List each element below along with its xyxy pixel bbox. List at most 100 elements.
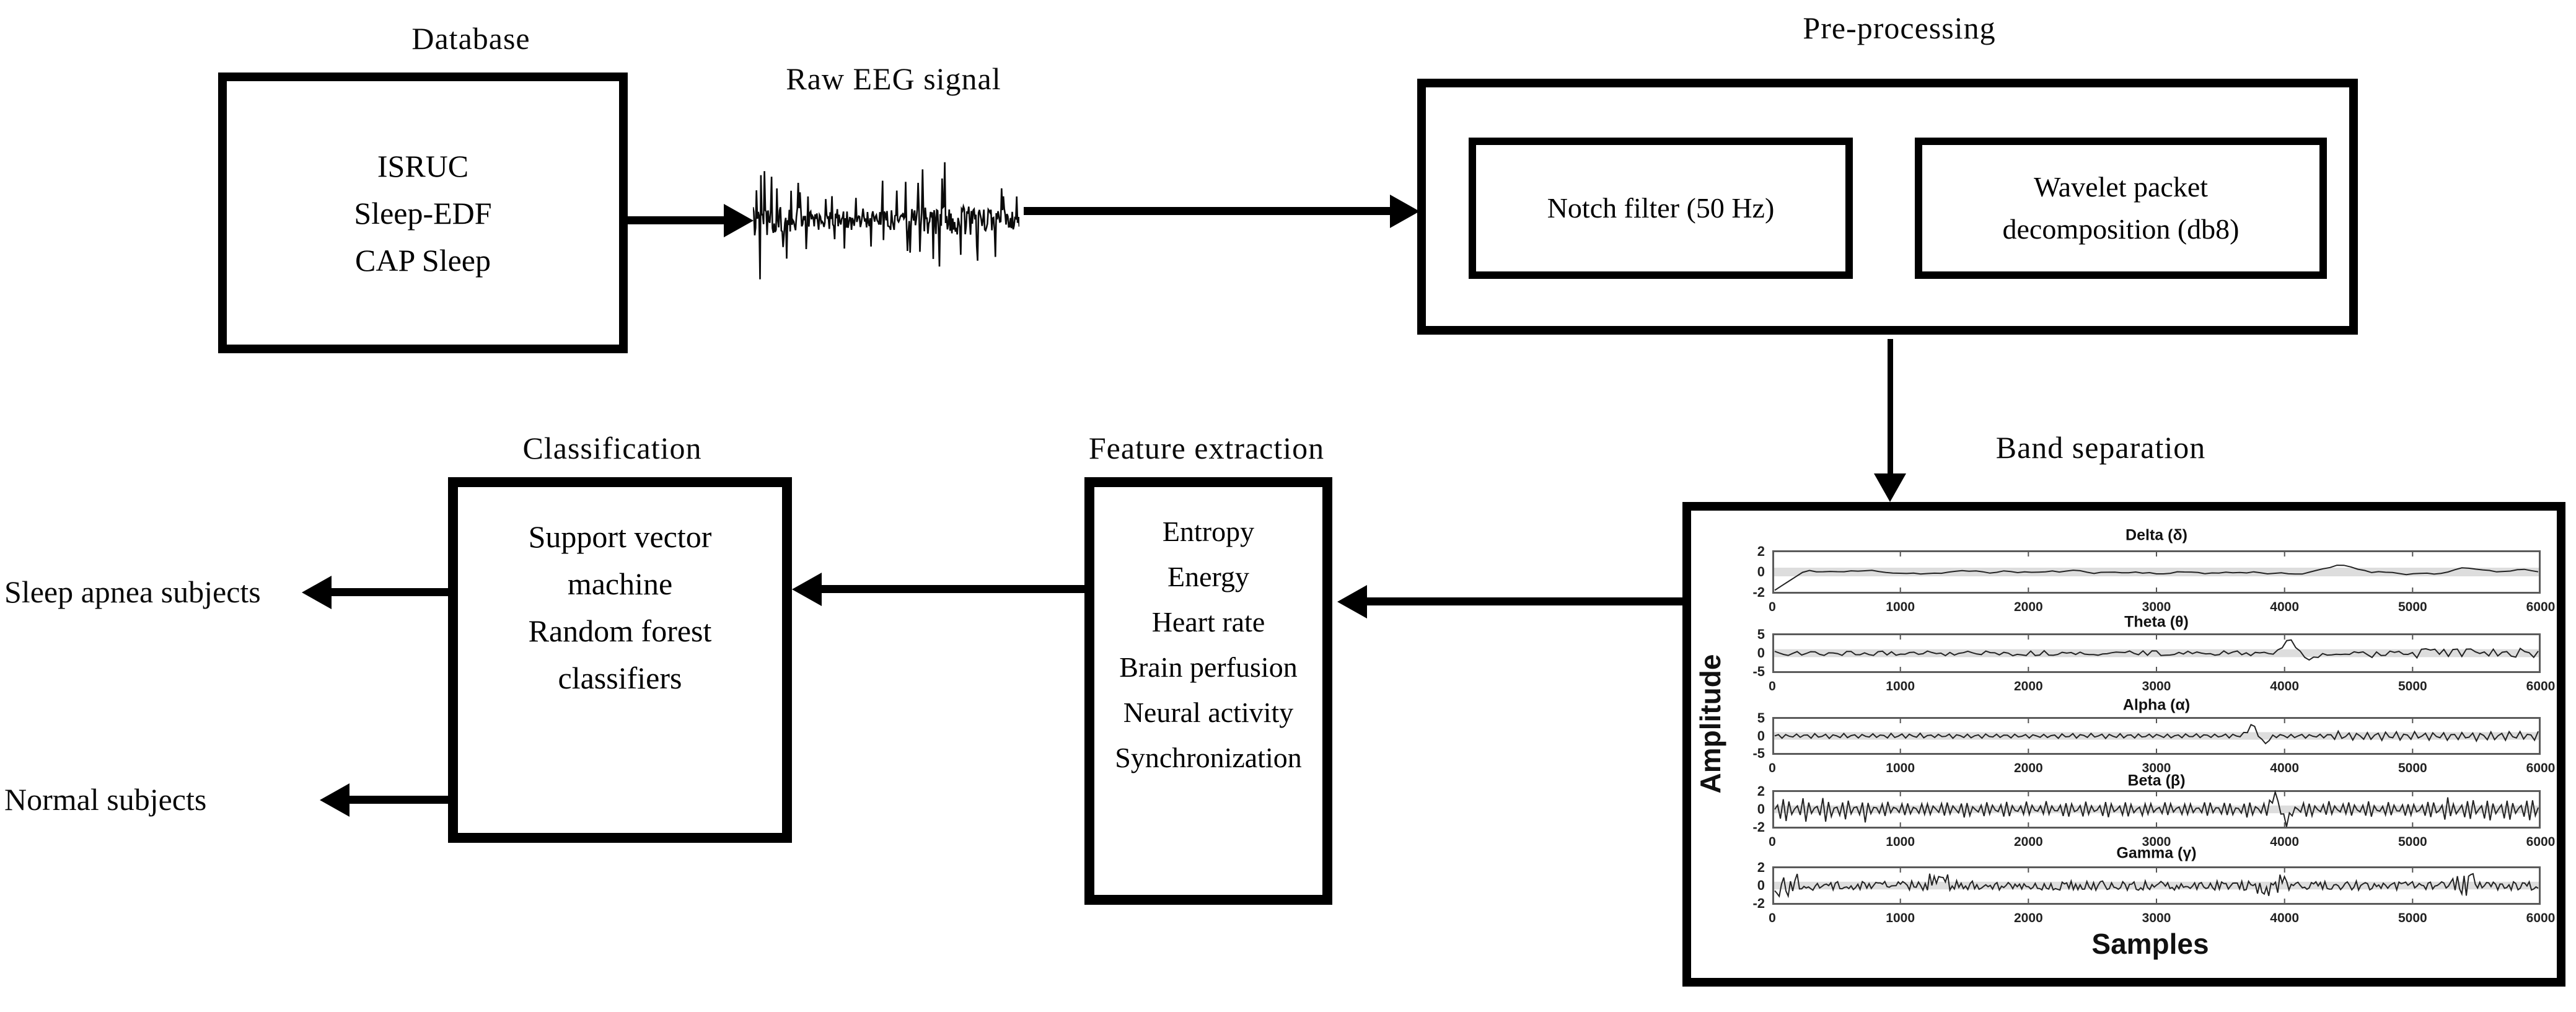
arrowhead-left-icon [1337, 585, 1367, 618]
database-box: ISRUC Sleep-EDF CAP Sleep [218, 73, 628, 353]
x-tick-label: 6000 [2526, 761, 2556, 775]
x-tick-label: 2000 [2013, 679, 2043, 693]
arrowhead-left-icon [302, 576, 332, 609]
x-tick-label: 4000 [2270, 911, 2300, 925]
x-tick-label: 5000 [2398, 761, 2427, 775]
classifier-item: machine [567, 566, 673, 601]
x-tick-label: 4000 [2270, 679, 2300, 693]
band-plot-Gamma (γ) [1772, 866, 2541, 905]
x-tick-label: 4000 [2270, 600, 2300, 614]
database-item: Sleep-EDF [354, 195, 492, 231]
x-tick-label: 1000 [1886, 600, 1915, 614]
band-plot-Alpha (α) [1772, 717, 2541, 755]
database-item: CAP Sleep [355, 242, 491, 278]
samples-axis-label: Samples [2091, 928, 2209, 960]
arrow-classification-to-normal [348, 796, 448, 804]
y-tick-label: 0 [1757, 728, 1765, 744]
arrowhead-down-icon [1874, 473, 1906, 502]
arrow-band-to-feature [1366, 597, 1682, 605]
band-plot-Delta (δ) [1772, 550, 2541, 594]
notch-filter-box: Notch filter (50 Hz) [1469, 138, 1853, 279]
y-tick-label: 5 [1757, 710, 1765, 726]
y-tick-label: 0 [1757, 801, 1765, 817]
x-tick-label: 4000 [2270, 835, 2300, 849]
x-tick-label: 3000 [2142, 835, 2171, 849]
database-item: ISRUC [377, 148, 469, 183]
y-tick-label: 5 [1757, 627, 1765, 642]
arrow-eeg-to-preprocessing [1024, 207, 1396, 215]
arrowhead-right-icon [724, 204, 754, 237]
band-plot-Beta (β) [1772, 790, 2541, 829]
subplot-title: Gamma (γ) [2116, 844, 2197, 862]
subplot-title: Beta (β) [2127, 772, 2186, 790]
feature-item: Brain perfusion [1119, 651, 1298, 683]
classifier-item: Support vector [528, 519, 712, 554]
arrowhead-left-icon [792, 573, 822, 606]
x-tick-label: 1000 [1886, 761, 1915, 775]
y-tick-label: 2 [1757, 783, 1765, 799]
x-tick-label: 6000 [2526, 835, 2556, 849]
arrowhead-left-icon [320, 783, 349, 817]
arrow-feature-to-classification [820, 585, 1084, 593]
x-tick-label: 6000 [2526, 679, 2556, 693]
subplot-title: Theta (θ) [2124, 613, 2189, 631]
y-tick-label: -5 [1752, 746, 1765, 761]
feature-item: Energy [1167, 561, 1249, 592]
x-tick-label: 0 [1769, 911, 1776, 925]
notch-filter-label: Notch filter (50 Hz) [1547, 192, 1775, 224]
classifier-item: classifiers [558, 661, 682, 695]
feature-extraction-box: Entropy Energy Heart rate Brain perfusio… [1084, 477, 1332, 905]
database-title: Database [411, 21, 530, 56]
x-tick-label: 6000 [2526, 600, 2556, 614]
y-tick-label: -2 [1752, 819, 1765, 835]
x-tick-label: 1000 [1886, 679, 1915, 693]
y-tick-label: 0 [1757, 564, 1765, 579]
y-tick-label: 2 [1757, 543, 1765, 559]
connector-preprocessing-to-band [1888, 339, 1893, 477]
x-tick-label: 5000 [2398, 911, 2427, 925]
classification-box: Support vector machine Random forest cla… [448, 477, 792, 843]
output-sleep-apnea-label: Sleep apnea subjects [4, 574, 261, 609]
x-tick-label: 4000 [2270, 761, 2300, 775]
x-tick-label: 5000 [2398, 600, 2427, 614]
x-tick-label: 3000 [2142, 761, 2171, 775]
arrow-classification-to-apnea [330, 588, 448, 596]
band-separation-box [1682, 502, 2565, 987]
arrow-database-to-eeg [628, 216, 730, 224]
x-tick-label: 3000 [2142, 600, 2171, 614]
feature-item: Neural activity [1123, 697, 1294, 728]
x-tick-label: 2000 [2013, 835, 2043, 849]
x-tick-label: 0 [1769, 835, 1776, 849]
y-tick-label: -2 [1752, 584, 1765, 600]
band-plot-Theta (θ) [1772, 633, 2541, 673]
x-tick-label: 5000 [2398, 835, 2427, 849]
y-tick-label: 0 [1757, 645, 1765, 661]
subplot-title: Delta (δ) [2125, 526, 2187, 544]
preprocessing-title: Pre-processing [1803, 11, 1996, 45]
x-tick-label: 2000 [2013, 911, 2043, 925]
y-tick-label: 2 [1757, 860, 1765, 875]
x-tick-label: 5000 [2398, 679, 2427, 693]
classifier-item: Random forest [528, 614, 712, 648]
y-tick-label: -5 [1752, 664, 1765, 679]
x-tick-label: 3000 [2142, 911, 2171, 925]
x-tick-label: 1000 [1886, 835, 1915, 849]
amplitude-axis-label: Amplitude [1694, 654, 1726, 794]
x-tick-label: 0 [1769, 761, 1776, 775]
y-tick-label: -2 [1752, 895, 1765, 911]
feature-item: Entropy [1162, 516, 1255, 547]
wavelet-label-line1: Wavelet packet [2033, 171, 2209, 203]
x-tick-label: 6000 [2526, 911, 2556, 925]
feature-extraction-title: Feature extraction [1088, 431, 1325, 465]
subplot-title: Alpha (α) [2122, 696, 2191, 714]
arrowhead-right-icon [1390, 195, 1420, 228]
raw-eeg-waveform [753, 162, 1019, 279]
wavelet-label-line2: decomposition (db8) [2002, 213, 2240, 245]
x-tick-label: 0 [1769, 679, 1776, 693]
wavelet-box: Wavelet packet decomposition (db8) [1915, 138, 2327, 279]
feature-item: Heart rate [1151, 606, 1265, 638]
x-tick-label: 2000 [2013, 600, 2043, 614]
x-tick-label: 2000 [2013, 761, 2043, 775]
raw-eeg-title: Raw EEG signal [786, 61, 1001, 96]
